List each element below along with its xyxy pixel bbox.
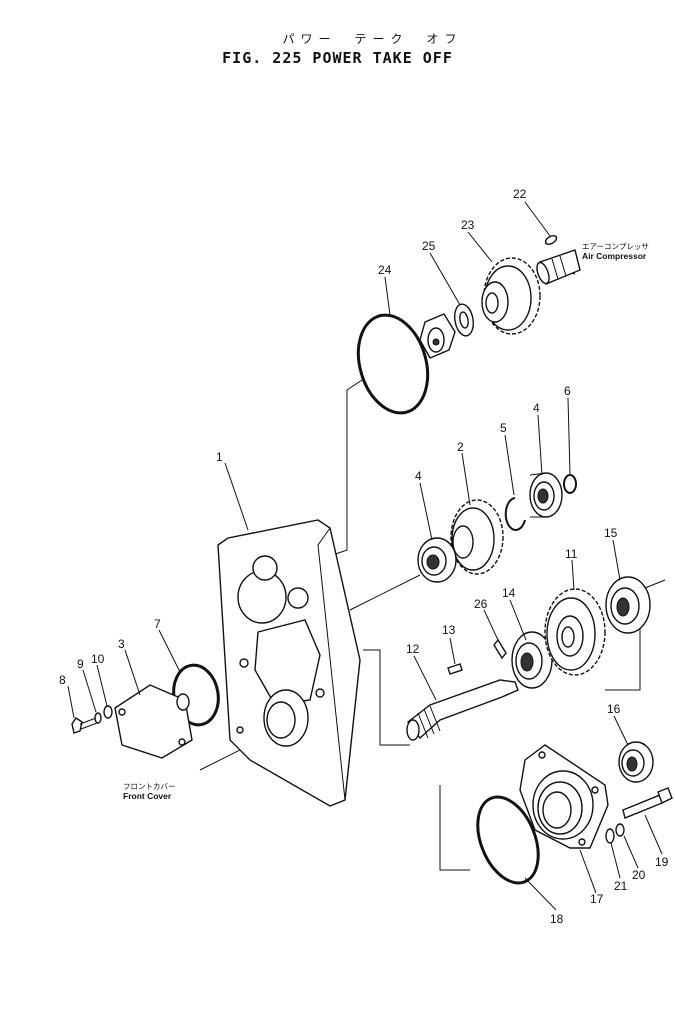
figure-title: FIG. 225 POWER TAKE OFF [222,49,453,67]
callout-18: 18 [550,912,564,926]
part-4-bearing-lower [417,537,457,583]
callout-5: 5 [500,421,507,435]
part-11-gear [544,588,606,676]
part-12-shaft [406,679,519,741]
part-3-front-cover [114,684,193,759]
callout-15: 15 [604,526,618,540]
callout-20: 20 [632,868,646,882]
callout-6: 6 [564,384,571,398]
callout-7: 7 [154,617,161,631]
part-25-washer [454,303,474,337]
air-compressor-note: エアーコンプレッサ Air Compressor [582,242,649,261]
callout-3: 3 [118,637,125,651]
part-21-washer [605,828,615,844]
callout-4-upper: 4 [533,401,540,415]
callout-1: 1 [216,450,223,464]
callout-8: 8 [59,673,66,687]
part-14-bearing [511,631,553,689]
callout-23: 23 [461,218,475,232]
part-9-washer [94,712,102,724]
callout-numbers: 1 2 3 4 4 5 6 7 8 9 10 11 12 13 14 15 16… [59,187,669,926]
part-13-key [447,663,463,675]
part-24-o-ring [356,313,430,415]
part-1-housing [217,519,361,807]
callout-11: 11 [565,547,578,561]
part-8-bolt [71,717,98,734]
callout-9: 9 [77,657,84,671]
part-17-flange [519,744,609,849]
front-cover-note-en: Front Cover [123,791,172,801]
figure-title-japanese: パワー テーク オフ [282,32,463,46]
callout-14: 14 [502,586,516,600]
part-16-bearing [618,741,654,783]
part-23-gear [481,257,541,335]
callout-12: 12 [406,642,420,656]
part-6-snap-ring [563,474,577,494]
part-26-key [493,638,507,660]
callout-13: 13 [442,623,456,637]
part-5-circlip [504,497,526,531]
callout-leaders [67,201,663,911]
callout-2: 2 [457,440,464,454]
nut [419,313,456,359]
air-compressor-note-en: Air Compressor [582,251,647,261]
part-18-o-ring [476,795,540,885]
callout-17: 17 [590,892,604,906]
callout-24: 24 [378,263,392,277]
callout-26: 26 [474,597,488,611]
callout-25: 25 [422,239,436,253]
part-2-gear [450,499,504,575]
part-22-snap-ring [544,235,558,245]
air-compressor-shaft [536,249,581,285]
callout-22: 22 [513,187,527,201]
callout-21: 21 [614,879,628,893]
air-compressor-note-jp: エアーコンプレッサ [582,242,649,251]
part-19-bolt [622,787,673,819]
callout-4-lower: 4 [415,469,422,483]
part-4-bearing-upper [529,472,563,518]
callout-19: 19 [655,855,669,869]
part-20-washer [615,823,625,837]
callout-16: 16 [607,702,621,716]
part-10-washer [103,705,113,719]
callout-10: 10 [91,652,105,666]
part-15-bearing [605,576,651,634]
front-cover-note: フロントカバー Front Cover [123,782,176,801]
front-cover-note-jp: フロントカバー [123,782,176,791]
